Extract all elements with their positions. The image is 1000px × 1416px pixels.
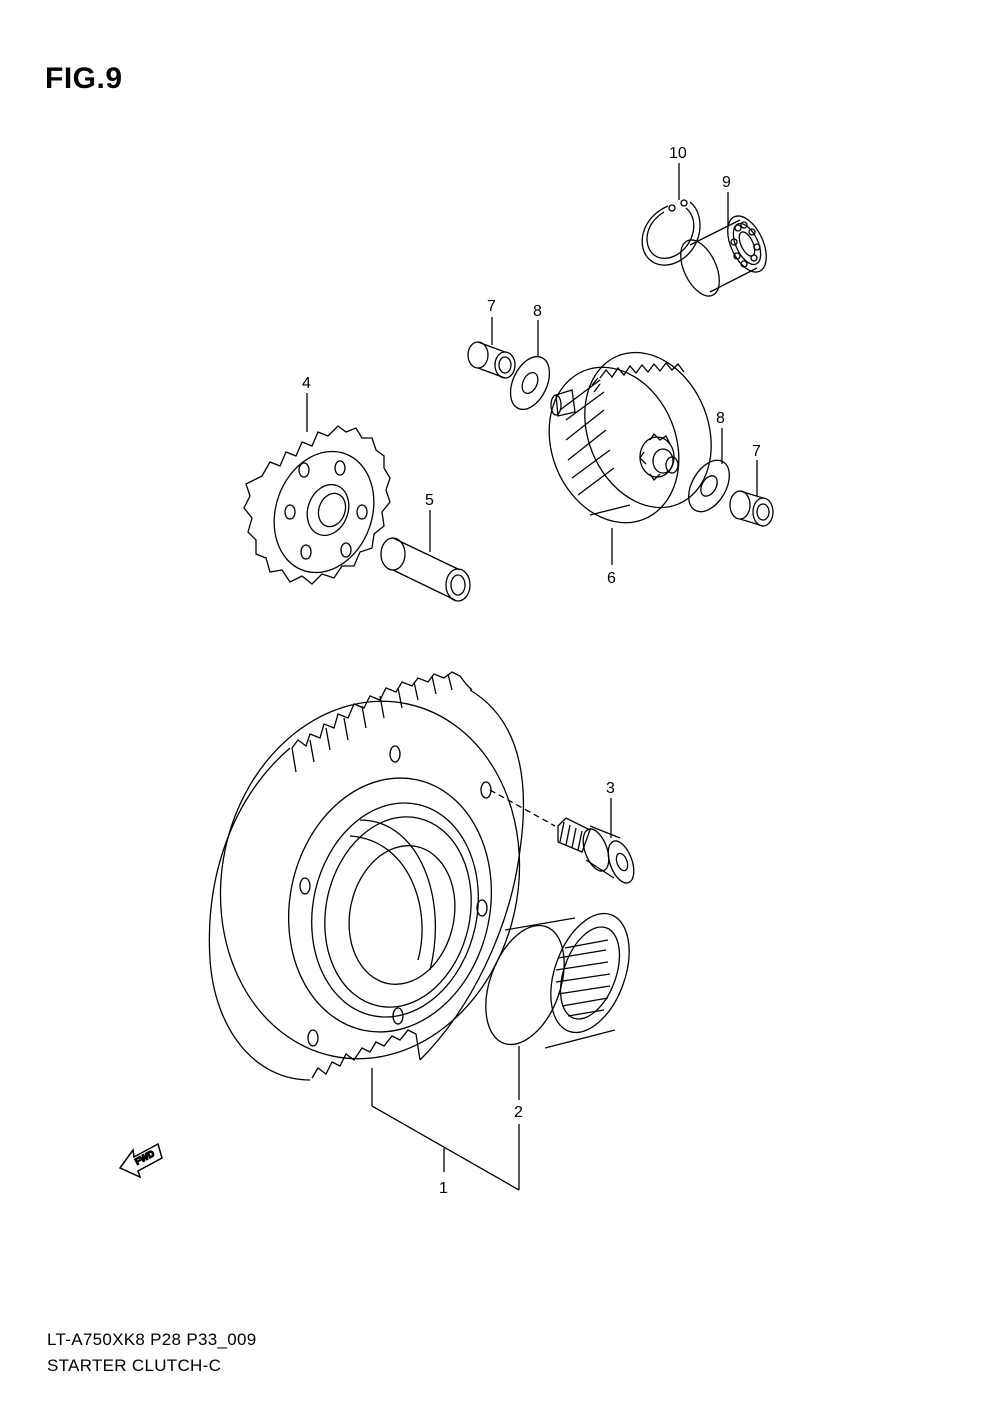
gear-part-4[interactable]	[243, 425, 391, 587]
callout-4: 4	[302, 375, 311, 392]
callout-9: 9	[722, 174, 731, 191]
fwd-label: FWD	[133, 1148, 156, 1167]
callout-2: 2	[514, 1104, 523, 1121]
figure-title: FIG.9	[45, 62, 123, 95]
ball-bearing-part-9[interactable]	[673, 210, 774, 302]
callout-bracket-1	[371, 1068, 520, 1191]
callout-3: 3	[606, 780, 615, 797]
idle-gear-assembly-part-6[interactable]	[527, 333, 734, 542]
bolt-part-3[interactable]	[557, 817, 639, 886]
callout-8-upper: 8	[533, 303, 542, 320]
washer-part-8-lower[interactable]	[680, 453, 737, 518]
callout-7-lower: 7	[752, 443, 761, 460]
callout-5: 5	[425, 492, 434, 509]
model-code: LT-A750XK8 P28 P33_009	[47, 1330, 257, 1349]
shaft-part-5[interactable]	[380, 537, 471, 602]
starter-clutch-gear-part-1[interactable]	[188, 671, 556, 1087]
callout-1: 1	[439, 1180, 448, 1197]
one-way-clutch-part-2[interactable]	[471, 903, 644, 1055]
callout-8-lower: 8	[716, 410, 725, 427]
circlip-part-10[interactable]	[641, 199, 701, 266]
bushing-part-7-upper[interactable]	[467, 341, 516, 379]
section-name: STARTER CLUTCH-C	[47, 1356, 222, 1375]
fwd-arrow-icon: FWD	[118, 1142, 163, 1179]
washer-part-8-upper[interactable]	[503, 350, 557, 415]
callout-6: 6	[607, 570, 616, 587]
callout-7-upper: 7	[487, 298, 496, 315]
bushing-part-7-lower[interactable]	[729, 490, 774, 527]
callout-10: 10	[669, 145, 687, 162]
